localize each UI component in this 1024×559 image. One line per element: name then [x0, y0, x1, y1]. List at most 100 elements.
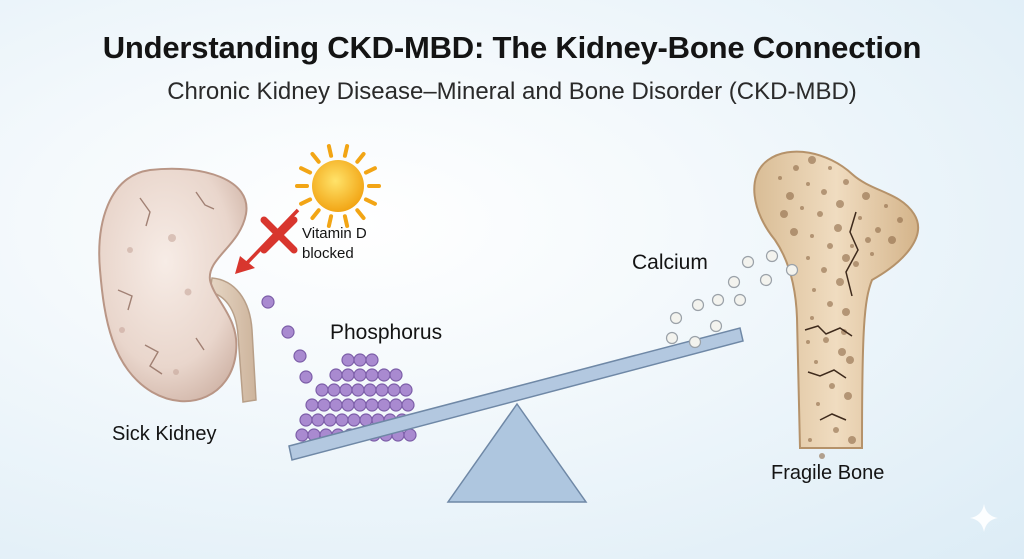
phosphorus-particle — [341, 368, 355, 382]
bone-pore — [853, 261, 859, 267]
bone-pore — [897, 217, 903, 223]
bone-illustration — [753, 150, 920, 449]
sun-ray — [342, 144, 350, 158]
sun-ray — [342, 214, 350, 228]
bone-pore — [842, 308, 850, 316]
calcium-particle — [691, 298, 705, 312]
sun-ray — [326, 144, 334, 158]
phosphorus-particle — [305, 398, 319, 412]
phosphorus-particle — [353, 398, 367, 412]
phosphorus-particle — [299, 370, 313, 384]
bone-pore — [810, 316, 814, 320]
phosphorus-particle — [375, 383, 389, 397]
bone-pore — [828, 166, 832, 170]
calcium-particle — [665, 331, 679, 345]
vitamin-d-label-line1: Vitamin D — [302, 225, 367, 242]
sun-ray — [326, 214, 334, 228]
calcium-particle — [785, 263, 799, 277]
bone-pore — [836, 278, 844, 286]
calcium-particle — [733, 293, 747, 307]
bone-pore — [842, 254, 850, 262]
phosphorus-particle — [329, 398, 343, 412]
bone-pore — [870, 252, 874, 256]
phosphorus-particle — [399, 383, 413, 397]
phosphorus-particle — [281, 325, 295, 339]
seesaw-plank — [288, 327, 744, 461]
phosphorus-particle — [341, 398, 355, 412]
phosphorus-label: Phosphorus — [330, 321, 443, 344]
bone-pore — [812, 288, 816, 292]
calcium-particle — [727, 275, 741, 289]
phosphorus-particle — [329, 368, 343, 382]
vitamin-d-label: Vitamin D blocked — [302, 224, 367, 264]
phosphorus-particle — [339, 383, 353, 397]
bone-pore — [800, 206, 804, 210]
sun-ray — [355, 151, 366, 164]
calcium-particle — [688, 335, 702, 349]
calcium-label: Calcium — [632, 251, 708, 274]
bone-pore — [816, 402, 820, 406]
sun-ray — [310, 208, 321, 221]
phosphorus-particle — [353, 353, 367, 367]
bone-pore — [806, 182, 810, 186]
phosphorus-particle — [351, 383, 365, 397]
phosphorus-particle — [377, 368, 391, 382]
phosphorus-particle — [295, 428, 309, 442]
bone-pore — [808, 438, 812, 442]
sick-kidney-label: Sick Kidney — [112, 423, 217, 445]
blocked-x-icon — [260, 216, 298, 254]
bone-pore — [814, 360, 818, 364]
bone-pore — [884, 204, 888, 208]
bone-porosity — [778, 156, 903, 459]
calcium-particle — [709, 319, 723, 333]
phosphorus-particle — [327, 383, 341, 397]
sun-ray — [310, 151, 321, 164]
calcium-particle — [759, 273, 773, 287]
calcium-particle — [711, 293, 725, 307]
bone-pore — [838, 348, 846, 356]
blocked-arrow — [235, 208, 300, 274]
sparkle-icon — [970, 504, 998, 532]
phosphorus-particle — [293, 349, 307, 363]
bone-pore — [888, 236, 896, 244]
bone-pore — [844, 392, 852, 400]
phosphorus-particle — [323, 413, 337, 427]
vitamin-d-label-line2: blocked — [302, 245, 354, 262]
phosphorus-particle — [353, 368, 367, 382]
phosphorus-particle — [403, 428, 417, 442]
bone-pore — [821, 189, 827, 195]
sun-ray — [355, 208, 366, 221]
bone-pore — [790, 228, 798, 236]
bone-pore — [780, 210, 788, 218]
bone-pore — [833, 427, 839, 433]
kidney-spots — [119, 234, 192, 375]
bone-pore — [848, 436, 856, 444]
bone-pore — [778, 176, 782, 180]
phosphorus-particle — [389, 398, 403, 412]
bone-pore — [858, 216, 862, 220]
phosphorus-particle — [365, 398, 379, 412]
bone-pore — [843, 179, 849, 185]
bone-pore — [793, 165, 799, 171]
sun-ray — [299, 166, 313, 175]
bone-pore — [786, 192, 794, 200]
seesaw-fulcrum — [446, 402, 588, 503]
bone-pore — [846, 356, 854, 364]
phosphorus-particle — [365, 368, 379, 382]
phosphorus-particle — [317, 398, 331, 412]
kidney-damage-marks — [117, 191, 215, 375]
bone-pore — [850, 244, 854, 248]
bone-pore — [819, 453, 825, 459]
fragile-bone-label: Fragile Bone — [771, 462, 885, 484]
phosphorus-particle — [365, 353, 379, 367]
phosphorus-particle — [363, 383, 377, 397]
phosphorus-particle — [389, 368, 403, 382]
calcium-particle — [741, 255, 755, 269]
calcium-particle — [669, 311, 683, 325]
bone-pore — [875, 227, 881, 233]
calcium-particle — [765, 249, 779, 263]
kidney-illustration — [98, 167, 248, 403]
sun-icon — [295, 144, 381, 228]
